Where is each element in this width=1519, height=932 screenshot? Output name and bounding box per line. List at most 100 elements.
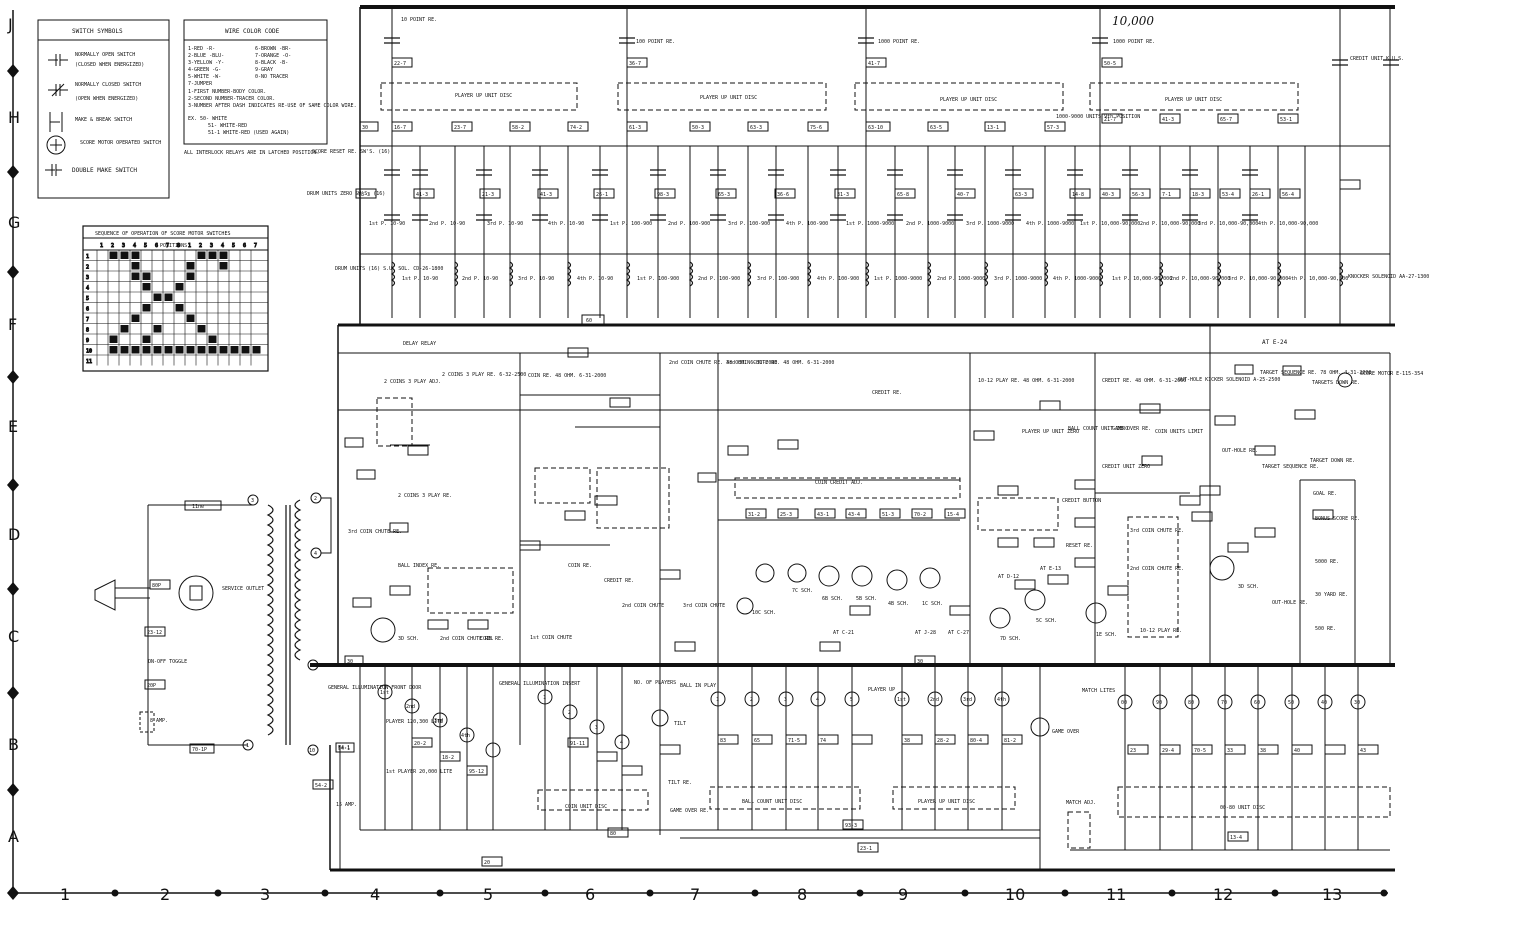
sequence-row-label: 3 bbox=[86, 275, 89, 281]
svg-text:3rd COIN CHUTE RE.: 3rd COIN CHUTE RE. bbox=[348, 529, 402, 535]
top-relay-labels: 10 POINT RE. 22-7 100 POINT RE. 36-7 100… bbox=[394, 17, 1222, 103]
svg-text:9: 9 bbox=[898, 885, 908, 904]
svg-text:63-10: 63-10 bbox=[868, 125, 883, 131]
sequence-position-label: 4 bbox=[133, 243, 136, 249]
svg-text:93-3: 93-3 bbox=[845, 823, 857, 829]
svg-text:TILT RE.: TILT RE. bbox=[668, 780, 692, 786]
svg-text:CREDIT BUTTON: CREDIT BUTTON bbox=[1062, 498, 1101, 504]
svg-text:1000-9000 UNITS 9th POSITION: 1000-9000 UNITS 9th POSITION bbox=[1056, 114, 1140, 120]
drum-labels-lower: 1st P. 10-90 2nd P. 10-90 3rd P. 10-90 4… bbox=[402, 276, 1348, 282]
svg-text:56-3: 56-3 bbox=[1132, 192, 1144, 198]
svg-text:3rd P. 100-900: 3rd P. 100-900 bbox=[728, 221, 770, 227]
grid-col-labels: 1 2 3 4 5 6 7 8 9 10 11 12 13 bbox=[60, 885, 1342, 904]
svg-text:2nd COIN CHUTE RE. 48 OHM. 6-3: 2nd COIN CHUTE RE. 48 OHM. 6-31-2000 bbox=[669, 360, 777, 366]
power-plug bbox=[94, 575, 215, 754]
sequence-row-label: 7 bbox=[86, 317, 89, 323]
svg-text:NORMALLY OPEN SWITCH: NORMALLY OPEN SWITCH bbox=[75, 52, 135, 58]
svg-text:2-SECOND NUMBER-TRACER COLOR.: 2-SECOND NUMBER-TRACER COLOR. bbox=[188, 96, 275, 102]
svg-text:4th P. 10,000-90,000: 4th P. 10,000-90,000 bbox=[1288, 276, 1348, 282]
svg-text:41-3: 41-3 bbox=[1162, 117, 1174, 123]
svg-text:1C SCH.: 1C SCH. bbox=[922, 601, 943, 607]
svg-text:74: 74 bbox=[820, 738, 826, 744]
svg-text:CREDIT RE.: CREDIT RE. bbox=[604, 578, 634, 584]
svg-text:10: 10 bbox=[1005, 885, 1025, 904]
sequence-cell-filled bbox=[197, 346, 206, 354]
svg-text:30: 30 bbox=[347, 659, 353, 665]
svg-text:10-12 PLAY RE.: 10-12 PLAY RE. bbox=[1140, 628, 1182, 634]
svg-text:6B SCH.: 6B SCH. bbox=[822, 596, 843, 602]
svg-text:23-7: 23-7 bbox=[454, 125, 466, 131]
svg-text:NORMALLY CLOSED SWITCH: NORMALLY CLOSED SWITCH bbox=[75, 82, 141, 88]
svg-text:4th P. 10,000-90,000: 4th P. 10,000-90,000 bbox=[1258, 221, 1318, 227]
svg-text:6-BROWN -BR-: 6-BROWN -BR- bbox=[255, 46, 291, 52]
svg-text:GAME OVER RE.: GAME OVER RE. bbox=[1112, 426, 1151, 432]
svg-text:1-RED -R-: 1-RED -R- bbox=[188, 46, 215, 52]
svg-text:51-1 WHITE-RED (USED AGAIN): 51-1 WHITE-RED (USED AGAIN) bbox=[208, 130, 289, 136]
svg-text:TARGET SEQUENCE RE.: TARGET SEQUENCE RE. bbox=[1262, 464, 1319, 470]
svg-text:65-3: 65-3 bbox=[718, 192, 730, 198]
svg-text:81-2: 81-2 bbox=[1004, 738, 1016, 744]
sequence-cell-filled bbox=[109, 335, 118, 343]
sequence-cell-filled bbox=[153, 293, 162, 301]
sequence-cell-filled bbox=[131, 346, 140, 354]
svg-text:10 POINT RE.: 10 POINT RE. bbox=[401, 17, 437, 23]
svg-text:4: 4 bbox=[620, 740, 623, 746]
svg-text:DELAY RELAY: DELAY RELAY bbox=[403, 341, 436, 347]
svg-text:20-2: 20-2 bbox=[414, 741, 426, 747]
svg-text:11: 11 bbox=[1106, 885, 1126, 904]
svg-text:70-2: 70-2 bbox=[914, 512, 926, 518]
middle-labels: DELAY RELAY 2 COINS 3 PLAY ADJ. 2 COINS … bbox=[348, 339, 1423, 642]
svg-text:63-3: 63-3 bbox=[1015, 192, 1027, 198]
svg-text:40-3: 40-3 bbox=[1102, 192, 1114, 198]
svg-text:DRUM UNITS ZERO SW'S. (16): DRUM UNITS ZERO SW'S. (16) bbox=[307, 191, 385, 197]
svg-text:2nd P. 100-900: 2nd P. 100-900 bbox=[668, 221, 710, 227]
middle-dashed bbox=[376, 397, 1179, 638]
svg-text:13: 13 bbox=[1322, 885, 1342, 904]
svg-text:2nd P. 10-90: 2nd P. 10-90 bbox=[462, 276, 498, 282]
svg-text:1st P. 1000-9000: 1st P. 1000-9000 bbox=[846, 221, 894, 227]
bottom-tag-boxes bbox=[312, 655, 1379, 867]
sequence-position-label: 4 bbox=[221, 243, 224, 249]
svg-text:1st P. 10,000-90,000: 1st P. 10,000-90,000 bbox=[1080, 221, 1140, 227]
svg-text:(CLOSED WHEN ENERGIZED): (CLOSED WHEN ENERGIZED) bbox=[75, 62, 144, 68]
svg-text:74-2: 74-2 bbox=[570, 125, 582, 131]
svg-text:CREDIT RE.: CREDIT RE. bbox=[872, 390, 902, 396]
sequence-cell-filled bbox=[230, 346, 239, 354]
svg-text:41-3: 41-3 bbox=[540, 192, 552, 198]
handwritten-note: 10,000 bbox=[1112, 14, 1154, 28]
svg-text:53-1: 53-1 bbox=[1280, 117, 1292, 123]
svg-text:71-5: 71-5 bbox=[788, 738, 800, 744]
svg-text:95-12: 95-12 bbox=[469, 769, 484, 775]
middle-tag-boxes bbox=[344, 347, 1334, 652]
svg-text:13-1: 13-1 bbox=[987, 125, 999, 131]
svg-text:7C SCH.: 7C SCH. bbox=[792, 588, 813, 594]
svg-text:1st P. 100-900: 1st P. 100-900 bbox=[637, 276, 679, 282]
sequence-cell-filled bbox=[120, 346, 129, 354]
svg-text:BALL COUNT UNIT ZERO: BALL COUNT UNIT ZERO bbox=[1068, 426, 1128, 432]
svg-text:2 COINS 3 PLAY RE.: 2 COINS 3 PLAY RE. bbox=[398, 493, 452, 499]
svg-text:38: 38 bbox=[1260, 748, 1266, 754]
svg-text:MATCH ADJ.: MATCH ADJ. bbox=[1066, 800, 1096, 806]
svg-text:3: 3 bbox=[251, 498, 254, 504]
svg-text:7: 7 bbox=[690, 885, 700, 904]
svg-text:5: 5 bbox=[850, 697, 853, 703]
svg-text:BONUS SCORE RE.: BONUS SCORE RE. bbox=[1315, 516, 1360, 522]
sequence-cell-filled bbox=[153, 346, 162, 354]
wire-code-box bbox=[183, 19, 328, 145]
svg-text:4th: 4th bbox=[461, 733, 470, 739]
sequence-cell-filled bbox=[208, 335, 217, 343]
sequence-cell-filled bbox=[219, 262, 228, 270]
svg-text:21-3: 21-3 bbox=[482, 192, 494, 198]
svg-text:75-6: 75-6 bbox=[810, 125, 822, 131]
svg-text:D: D bbox=[8, 525, 20, 544]
svg-text:2nd COIN CHUTE RE.: 2nd COIN CHUTE RE. bbox=[440, 636, 494, 642]
left-grid-ticks bbox=[7, 64, 19, 900]
svg-text:7-JUMPER: 7-JUMPER bbox=[188, 81, 213, 87]
sequence-cell-filled bbox=[186, 272, 195, 280]
column-switches bbox=[384, 59, 1399, 221]
tag-boxes-drum bbox=[355, 179, 1361, 325]
svg-text:15-4: 15-4 bbox=[947, 512, 959, 518]
sequence-cell-filled bbox=[109, 251, 118, 259]
svg-text:POSITIONS: POSITIONS bbox=[160, 243, 187, 249]
